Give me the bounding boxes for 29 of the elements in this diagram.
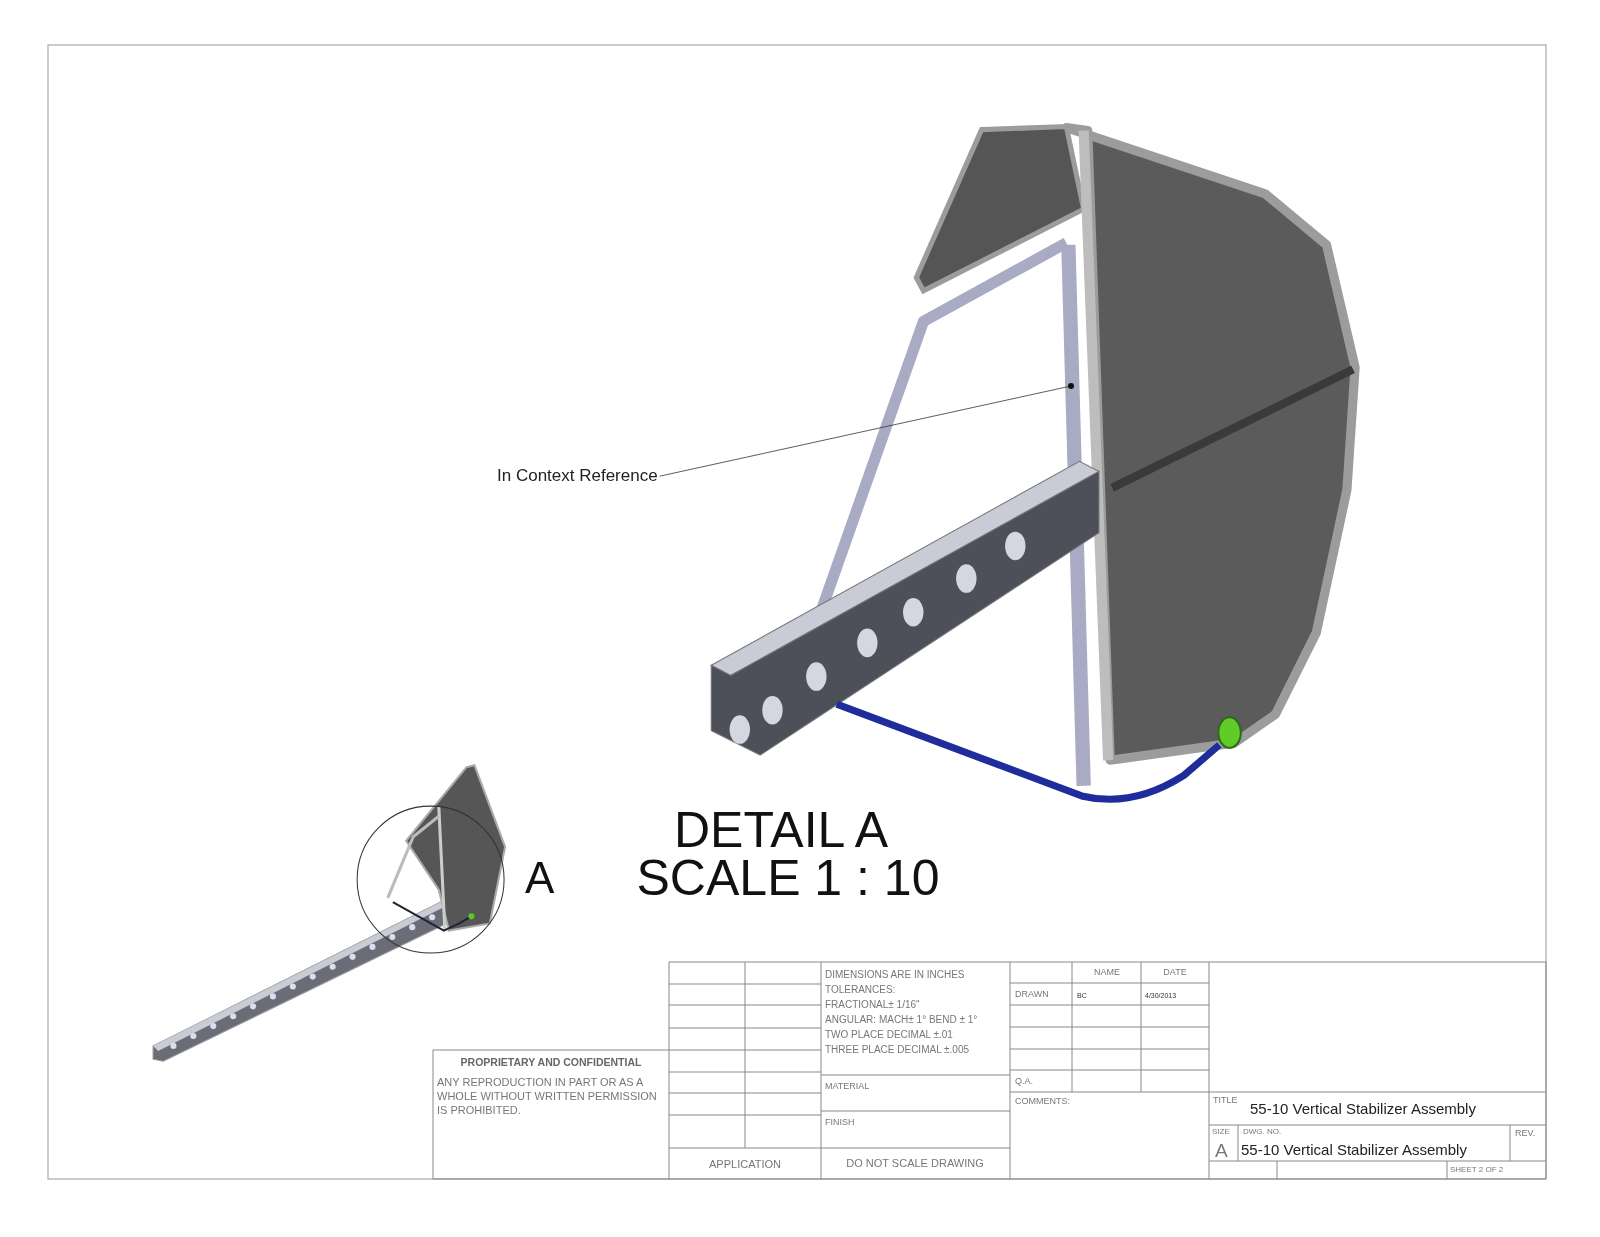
field-label: REV. — [1515, 1128, 1536, 1138]
row-header: DRAWN — [1015, 989, 1049, 999]
field-label: DWG. NO. — [1243, 1128, 1282, 1136]
sheet-number: SHEET 2 OF 2 — [1450, 1166, 1504, 1174]
column-header: NAME — [1094, 966, 1120, 977]
column-header: DATE — [1163, 966, 1187, 977]
leader-line — [659, 386, 1069, 477]
sheet-size: A — [1215, 1140, 1228, 1160]
drawing-title: 55-10 Vertical Stabilizer Assembly — [1250, 1100, 1476, 1116]
tolerance-note: TWO PLACE DECIMAL ±.01 — [825, 1030, 953, 1040]
tolerance-note: FRACTIONAL± 1/16" — [825, 1000, 920, 1010]
field-label: FINISH — [825, 1117, 855, 1127]
scale-warning: DO NOT SCALE DRAWING — [846, 1156, 984, 1169]
notice-heading: PROPRIETARY AND CONFIDENTIAL — [460, 1055, 642, 1068]
callout-text: In Context Reference — [497, 466, 658, 487]
field-label: MATERIAL — [825, 1081, 870, 1091]
reference-point — [1068, 383, 1074, 389]
tolerance-note: THREE PLACE DECIMAL ±.005 — [825, 1045, 970, 1055]
row-header: Q.A. — [1015, 1076, 1033, 1086]
field-label: COMMENTS: — [1015, 1096, 1070, 1106]
field-label: APPLICATION — [709, 1157, 781, 1170]
tolerance-note: TOLERANCES: — [825, 985, 896, 995]
notice-text: ANY REPRODUCTION IN PART OR AS A WHOLE WITHOUT WRITTEN PERMISSION IS PROHIBITED. — [437, 1075, 658, 1117]
field-label: SIZE — [1212, 1128, 1230, 1136]
field-label: TITLE — [1213, 1095, 1238, 1105]
tolerance-note: ANGULAR: MACH± 1° BEND ± 1° — [825, 1015, 978, 1025]
tolerance-note: DIMENSIONS ARE IN INCHES — [825, 970, 965, 980]
detail-label: A — [525, 856, 555, 900]
drawing-number: 55-10 Vertical Stabilizer Assembly — [1241, 1141, 1467, 1157]
